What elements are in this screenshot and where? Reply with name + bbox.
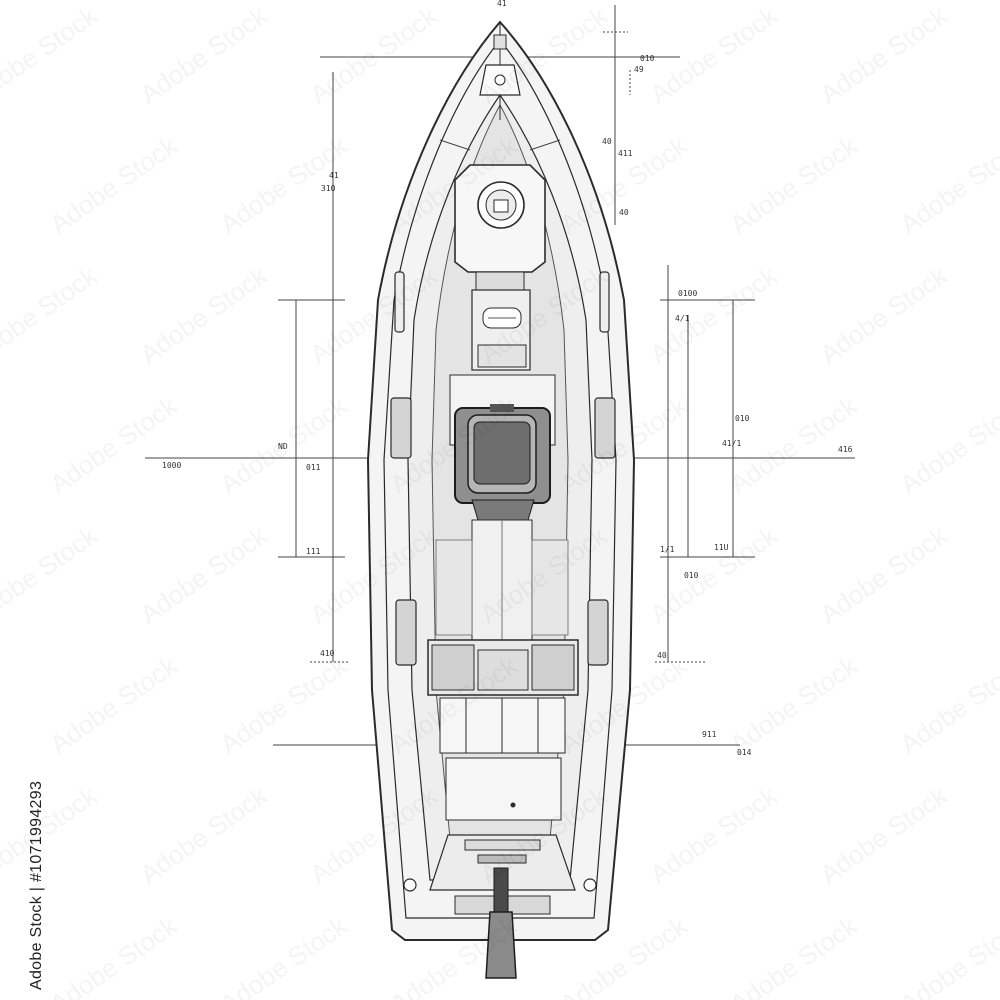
dimension-label: 0100	[678, 289, 698, 298]
dimension-label: 010	[640, 54, 655, 63]
dimension-label: 49	[634, 65, 644, 74]
side-fittings	[390, 271, 616, 666]
forward-console	[454, 164, 546, 291]
dimension-label: 416	[838, 445, 853, 454]
dimension-label: 011	[306, 463, 321, 472]
dimension-label: 010	[684, 571, 699, 580]
dimension-label: 911	[702, 730, 717, 739]
aft-hatches	[439, 697, 566, 821]
dimension-label: 41	[497, 0, 507, 8]
dimension-label: 40	[619, 208, 629, 217]
aft-seats	[427, 639, 579, 696]
dimension-label: 41/1	[722, 439, 742, 448]
dimension-label: 11U	[714, 543, 729, 552]
bow-cleat	[479, 34, 521, 96]
dimension-label: 40	[602, 137, 612, 146]
stock-id-text: Adobe Stock | #1071994293	[28, 780, 45, 990]
dimension-label: ND	[278, 442, 288, 451]
dimension-label: 4/1	[675, 314, 690, 323]
dimension-label: 111	[306, 547, 321, 556]
dimension-label: 014	[737, 748, 752, 757]
dimension-label: 1/1	[660, 545, 675, 554]
helm-seat	[454, 404, 551, 521]
dimension-label: 41	[329, 171, 339, 180]
dimension-label: 40	[657, 651, 667, 660]
dimension-label: 1000	[162, 461, 182, 470]
dimension-label: 410	[320, 649, 335, 658]
dimension-label: 411	[618, 149, 633, 158]
outboard-motor	[485, 867, 517, 979]
dimension-label: 310	[321, 184, 336, 193]
deck-panels	[435, 519, 569, 641]
dimension-label: 010	[735, 414, 750, 423]
dimension-lines	[145, 5, 855, 746]
transom	[403, 834, 597, 915]
